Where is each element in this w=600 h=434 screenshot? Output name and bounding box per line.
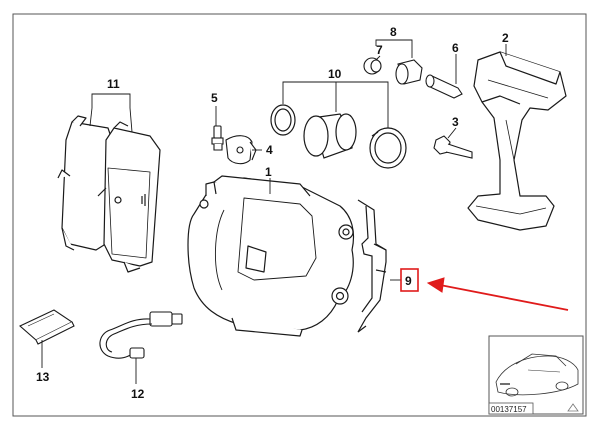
- wear-sensor-part[interactable]: [99, 311, 183, 359]
- callout-9-highlight-box: [400, 268, 419, 292]
- callout-4: 4: [266, 143, 273, 157]
- caliper-carrier-part[interactable]: [467, 51, 567, 231]
- vehicle-inset: 00137157: [488, 335, 584, 415]
- guide-sleeve-boot-part[interactable]: [363, 57, 382, 75]
- callout-11: 11: [107, 77, 120, 91]
- red-arrow-icon: [426, 277, 569, 311]
- anti-rattle-spring-part[interactable]: [357, 199, 387, 333]
- inset-code: 00137157: [491, 405, 527, 414]
- callout-5: 5: [211, 91, 218, 105]
- callout-2: 2: [502, 31, 509, 45]
- guide-bolt-part[interactable]: [425, 74, 463, 99]
- carrier-bolt-part[interactable]: [433, 135, 473, 159]
- dust-boot-part[interactable]: [369, 127, 407, 169]
- callout-7: 7: [376, 43, 383, 57]
- callout-1: 1: [265, 165, 272, 179]
- bleeder-screw-part[interactable]: [211, 125, 224, 151]
- callout-6: 6: [452, 41, 459, 55]
- car-icon: [495, 353, 579, 397]
- guide-sleeve-part[interactable]: [395, 59, 423, 85]
- callout-3: 3: [452, 115, 459, 129]
- piston-part[interactable]: [303, 113, 357, 159]
- grease-packet-part[interactable]: [19, 309, 75, 345]
- piston-seal-part[interactable]: [270, 104, 296, 136]
- leader-lines: [41, 39, 507, 384]
- brake-pads-part[interactable]: [57, 115, 161, 273]
- dust-cap-part[interactable]: [225, 135, 257, 165]
- caliper-housing-part[interactable]: [187, 175, 355, 337]
- triangle-icon: [567, 403, 579, 412]
- diagram-frame: [12, 13, 587, 417]
- callout-9[interactable]: 9: [405, 274, 412, 288]
- callout-8: 8: [390, 25, 397, 39]
- callout-12: 12: [131, 387, 145, 401]
- callout-13: 13: [36, 370, 50, 384]
- callout-10: 10: [328, 67, 342, 81]
